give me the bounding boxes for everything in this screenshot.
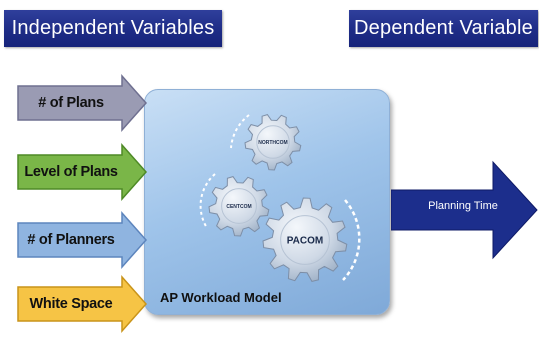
dependent-variable-header: Dependent Variable bbox=[349, 10, 538, 47]
gear-label: PACOM bbox=[287, 236, 323, 247]
input-label: Level of Plans bbox=[24, 164, 118, 180]
arrow-shape bbox=[17, 74, 148, 132]
gear-hub bbox=[256, 125, 290, 159]
input-arrow-num-planners: # of Planners bbox=[0, 211, 160, 269]
workload-model-box: NORTHCOM CENTCOM PACOM bbox=[144, 89, 390, 315]
input-label: White Space bbox=[29, 296, 113, 312]
gear-hub bbox=[280, 215, 330, 265]
rotation-arc bbox=[199, 173, 216, 229]
input-arrow-num-plans: # of Plans bbox=[0, 74, 160, 132]
gear-icon: PACOM bbox=[262, 197, 348, 282]
independent-variables-header: Independent Variables bbox=[4, 10, 222, 47]
input-label: # of Planners bbox=[27, 232, 115, 248]
gears-illustration: NORTHCOM CENTCOM PACOM bbox=[199, 114, 361, 282]
input-arrow-level-of-plans: Level of Plans bbox=[0, 143, 160, 201]
workload-model-label: AP Workload Model bbox=[160, 290, 282, 305]
rotation-arc bbox=[342, 199, 361, 281]
arrow-shape bbox=[17, 143, 148, 201]
gear-label: NORTHCOM bbox=[258, 140, 287, 146]
arrow-shape bbox=[17, 275, 148, 333]
gear-hub bbox=[221, 188, 257, 224]
arrow-shape bbox=[17, 211, 148, 269]
input-label: # of Plans bbox=[38, 95, 104, 111]
gear-shape bbox=[244, 114, 302, 171]
gear-shape bbox=[262, 197, 348, 282]
output-label: Planning Time bbox=[428, 200, 498, 212]
gear-icon: CENTCOM bbox=[208, 176, 270, 237]
rotation-arc bbox=[230, 114, 250, 149]
output-arrow bbox=[391, 160, 538, 260]
input-arrow-white-space: White Space bbox=[0, 275, 160, 333]
gear-icon: NORTHCOM bbox=[244, 114, 302, 171]
gear-shape bbox=[208, 176, 270, 237]
gear-label: CENTCOM bbox=[226, 204, 251, 210]
